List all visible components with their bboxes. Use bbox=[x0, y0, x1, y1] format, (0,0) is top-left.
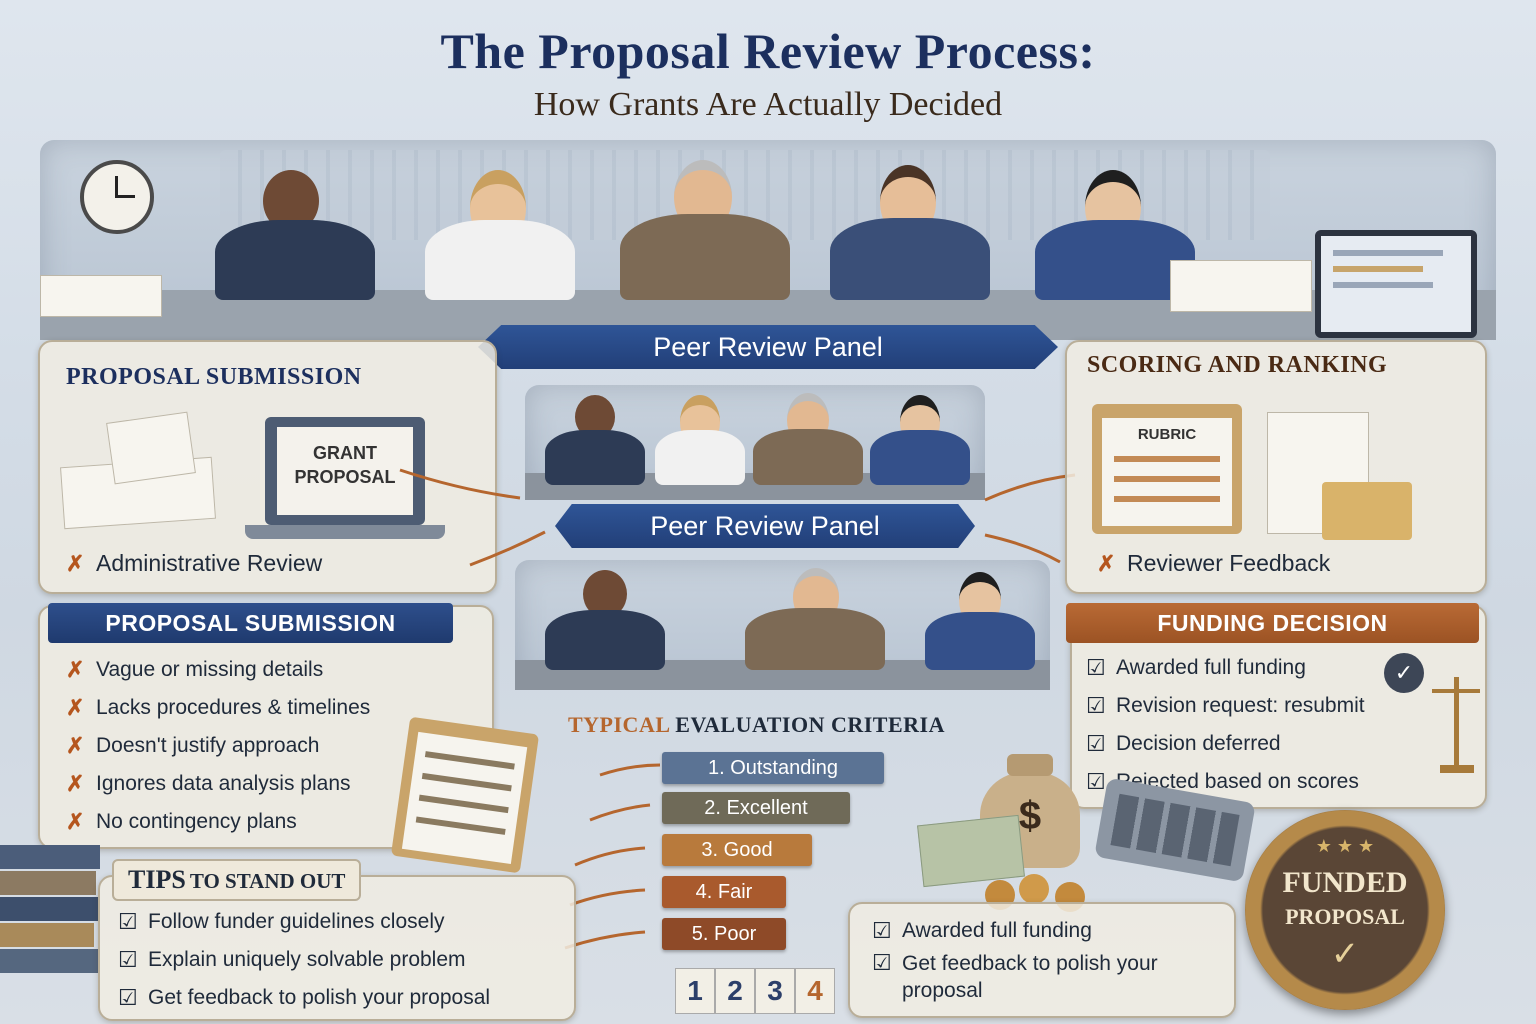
checkbox-icon: ☑ bbox=[1086, 769, 1106, 794]
list-item: ☑Follow funder guidelines closely bbox=[118, 909, 445, 934]
x-mark-icon: ✗ bbox=[66, 809, 85, 834]
rating-excellent: 2. Excellent bbox=[662, 792, 850, 824]
middle-review-scene-1 bbox=[525, 385, 985, 500]
list-item: ☑Explain uniquely solvable problem bbox=[118, 947, 466, 972]
outcome-panel: ☑Awarded full funding ☑Get feedback to p… bbox=[848, 902, 1236, 1018]
arrow-rating-4 bbox=[569, 888, 646, 907]
x-mark-icon: ✗ bbox=[66, 550, 85, 576]
peer-review-banner-middle: Peer Review Panel bbox=[555, 504, 975, 548]
checkbox-icon: ☑ bbox=[1086, 731, 1106, 756]
folder-icon bbox=[1322, 482, 1412, 540]
clock-icon bbox=[80, 160, 154, 234]
arrow-rating-2 bbox=[589, 803, 651, 822]
laptop-screen-text: GRANT PROPOSAL bbox=[294, 443, 396, 487]
laptop-icon: GRANT PROPOSAL bbox=[245, 417, 445, 557]
page-subtitle: How Grants Are Actually Decided bbox=[533, 86, 1003, 123]
list-item: ✗Lacks procedures & timelines bbox=[66, 695, 371, 720]
list-item: ☑Revision request: resubmit bbox=[1086, 693, 1365, 718]
list-item: ✗Vague or missing details bbox=[66, 657, 324, 682]
number-card: 3 bbox=[755, 968, 795, 1014]
list-item: ☑Rejected based on scores bbox=[1086, 769, 1359, 794]
checkbox-icon: ☑ bbox=[1086, 693, 1106, 718]
number-card: 4 bbox=[795, 968, 835, 1014]
tips-panel: Tips to Stand Out ☑Follow funder guideli… bbox=[98, 859, 576, 1021]
list-item: ☑Awarded full funding bbox=[1086, 655, 1306, 680]
rating-good: 3. Good bbox=[662, 834, 812, 866]
arrow-rating-1 bbox=[599, 763, 661, 777]
criteria-heading: Typical Evaluation Criteria bbox=[568, 712, 945, 737]
outcome-list: ☑Awarded full funding ☑Get feedback to p… bbox=[872, 912, 1222, 1004]
reviewer-3 bbox=[610, 160, 800, 300]
list-item: ☑Get feedback to polish your proposal bbox=[118, 985, 491, 1010]
issues-list: ✗Vague or missing details ✗Lacks procedu… bbox=[66, 651, 370, 841]
seal-stars: ★ ★ ★ bbox=[1315, 836, 1375, 856]
rating-fair: 4. Fair bbox=[662, 876, 786, 908]
list-item: ✗Ignores data analysis plans bbox=[66, 771, 351, 796]
rubric-label: RUBRIC bbox=[1137, 426, 1197, 443]
list-item: ✗Doesn't justify approach bbox=[66, 733, 320, 758]
arrow-to-feedback bbox=[984, 533, 1061, 564]
check-circle-icon: ✓ bbox=[1384, 653, 1424, 693]
paper-stack-right bbox=[1170, 260, 1312, 312]
checklist-clipboard-icon bbox=[390, 716, 540, 874]
arrow-rating-5 bbox=[564, 930, 646, 950]
proposal-submission-heading: Proposal Submission bbox=[66, 364, 362, 390]
checkbox-icon: ☑ bbox=[872, 950, 892, 975]
scales-icon bbox=[1432, 677, 1480, 777]
rating-poor: 5. Poor bbox=[662, 918, 786, 950]
decision-list: ☑Awarded full funding ☑Revision request:… bbox=[1086, 649, 1365, 801]
proposal-submission-tag: Proposal Submission bbox=[48, 603, 453, 643]
monitor-icon bbox=[1315, 230, 1477, 338]
checkbox-icon: ☑ bbox=[872, 918, 892, 943]
arrow-to-panel bbox=[399, 468, 521, 500]
administrative-review: ✗ Administrative Review bbox=[66, 550, 323, 576]
scoring-ranking-panel: Scoring and Ranking RUBRIC ✗ Reviewer Fe… bbox=[1065, 340, 1487, 594]
arrow-to-admin bbox=[469, 530, 546, 567]
checkbox-icon: ☑ bbox=[1086, 655, 1106, 680]
tips-list: ☑Follow funder guidelines closely ☑Expla… bbox=[118, 903, 490, 1017]
number-cards: 1 2 3 4 bbox=[630, 968, 840, 1016]
reviewer-5 bbox=[1025, 170, 1205, 300]
number-card: 2 bbox=[715, 968, 755, 1014]
middle-review-scene-2 bbox=[515, 560, 1050, 690]
x-mark-icon: ✗ bbox=[66, 771, 85, 796]
peer-review-banner-top: Peer Review Panel bbox=[478, 325, 1058, 369]
list-item: ☑Awarded full funding bbox=[872, 918, 1092, 943]
scoring-ranking-heading: Scoring and Ranking bbox=[1087, 352, 1388, 378]
paper-stack-left bbox=[40, 275, 162, 317]
x-mark-icon: ✗ bbox=[66, 657, 85, 682]
reviewer-4 bbox=[820, 165, 1000, 300]
page-title: The Proposal Review Process: bbox=[440, 23, 1096, 79]
checkmark-icon: ✓ bbox=[1330, 935, 1360, 973]
number-card: 1 bbox=[675, 968, 715, 1014]
top-review-scene bbox=[40, 140, 1496, 340]
checkbox-icon: ☑ bbox=[118, 947, 138, 972]
proposal-submission-panel: Proposal Submission GRANT PROPOSAL ✗ Adm… bbox=[38, 340, 497, 594]
checkbox-icon: ☑ bbox=[118, 909, 138, 934]
rating-outstanding: 1. Outstanding bbox=[662, 752, 884, 784]
x-mark-icon: ✗ bbox=[66, 695, 85, 720]
book-stack bbox=[0, 845, 100, 995]
arrow-to-scoring bbox=[984, 473, 1076, 502]
tips-heading: Tips to Stand Out bbox=[112, 859, 362, 901]
checkbox-icon: ☑ bbox=[118, 985, 138, 1010]
reviewer-feedback: ✗ Reviewer Feedback bbox=[1097, 550, 1331, 576]
funding-decision-panel: Funding Decision ☑Awarded full funding ☑… bbox=[1066, 603, 1487, 809]
list-item: ☑Get feedback to polish your proposal bbox=[872, 950, 1158, 1002]
list-item: ✗No contingency plans bbox=[66, 809, 297, 834]
rubric-clipboard-icon: RUBRIC bbox=[1092, 404, 1242, 534]
seal-line2: PROPOSAL bbox=[1285, 904, 1405, 929]
x-mark-icon: ✗ bbox=[66, 733, 85, 758]
x-mark-icon: ✗ bbox=[1097, 550, 1116, 576]
list-item: ☑Decision deferred bbox=[1086, 731, 1281, 756]
funding-decision-tag: Funding Decision bbox=[1066, 603, 1479, 643]
reviewer-2 bbox=[415, 170, 585, 300]
reviewer-1 bbox=[205, 170, 385, 300]
arrow-rating-3 bbox=[574, 846, 646, 867]
seal-line1: FUNDED bbox=[1282, 866, 1408, 899]
funded-proposal-seal: ★ ★ ★ FUNDED PROPOSAL ✓ bbox=[1245, 810, 1445, 1010]
